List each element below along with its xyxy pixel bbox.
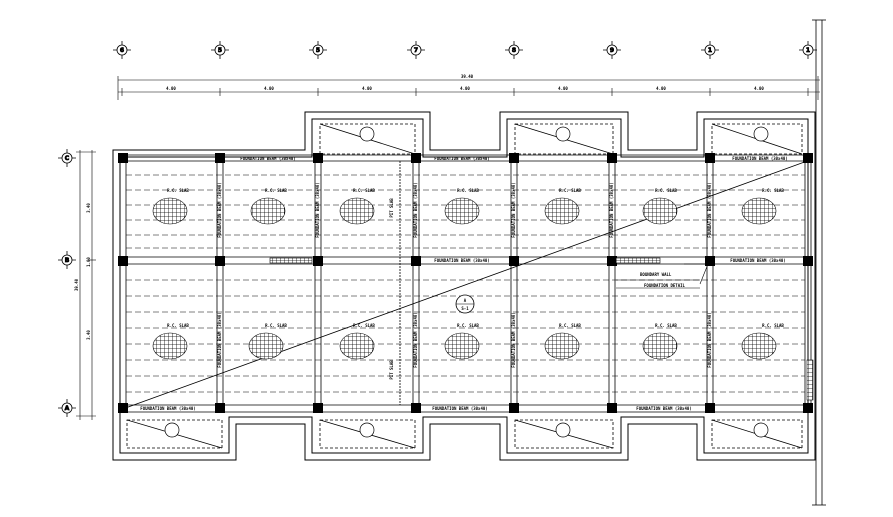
- beam-label: FOUNDATION BEAM (30x40): [434, 156, 489, 161]
- bay-dimension: 4.00: [264, 86, 274, 91]
- bay-dimension: 4.00: [754, 86, 764, 91]
- slab-label: R.C. SLAB: [559, 323, 581, 328]
- slab-hatch-lines: [126, 174, 805, 393]
- beam-label-vertical: FOUNDATION BEAM (30x40): [511, 312, 516, 367]
- side-dimension: 3.40: [86, 203, 91, 213]
- beam-label: FOUNDATION BEAM (30x40): [432, 406, 487, 411]
- beam-label-vertical: FOUNDATION BEAM (30x40): [609, 182, 614, 237]
- grid-axis-marker: 7: [407, 41, 425, 59]
- bay-dimension: 4.00: [656, 86, 666, 91]
- beam-label: FOUNDATION BEAM (30x40): [636, 406, 691, 411]
- section-line: [119, 159, 811, 411]
- grid-axis-label: A: [65, 405, 70, 412]
- grid-axis-marker: B: [58, 251, 76, 269]
- grid-axis-marker: 1: [799, 41, 817, 59]
- slab-label: R.C. SLAB: [353, 188, 375, 193]
- bay-dimension: 4.00: [460, 86, 470, 91]
- hatched-segments: [269, 257, 814, 401]
- section-ref: S-1: [461, 306, 469, 311]
- section-code: A: [464, 298, 467, 303]
- top-dimensions: [117, 76, 820, 100]
- grid-axis-marker: C: [58, 149, 76, 167]
- grid-axis-label: 9: [610, 47, 614, 54]
- beam-label-vertical: FOUNDATION BEAM (30x40): [413, 182, 418, 237]
- beam-label-vertical: FOUNDATION BEAM (30x40): [217, 182, 222, 237]
- boundary-sub-label: FOUNDATION DETAIL: [644, 283, 686, 288]
- grid-axis-label: 5: [218, 47, 222, 54]
- beam-label: FOUNDATION BEAM (30x40): [434, 258, 489, 263]
- beam-labels: FOUNDATION BEAM (30x40) FOUNDATION BEAM …: [140, 156, 787, 411]
- overall-dimension: 39.40: [461, 74, 474, 79]
- beam-label-vertical: FOUNDATION BEAM (30x40): [707, 312, 712, 367]
- grid-axis-label: 1: [708, 47, 712, 54]
- left-grid-axes: C B A: [58, 149, 76, 417]
- grid-axis-label: 7: [414, 47, 418, 54]
- pit-markers: [164, 126, 769, 438]
- beam-label: FOUNDATION BEAM (30x40): [240, 156, 295, 161]
- beam-label: FOUNDATION BEAM (30x40): [730, 258, 785, 263]
- top-grid-axes: 6 5 5 7 8 9 1: [113, 41, 817, 59]
- slab-label: R.C. SLAB: [167, 323, 189, 328]
- slab-label: R.C. SLAB: [559, 188, 581, 193]
- beam-label: FOUNDATION BEAM (30x40): [732, 156, 787, 161]
- pad-hatches: [152, 197, 777, 360]
- bay-dimension: 4.00: [166, 86, 176, 91]
- columns: [118, 153, 813, 413]
- slab-label: R.C. SLAB: [655, 323, 677, 328]
- grid-axis-marker: A: [58, 399, 76, 417]
- grid-axis-marker: 1: [701, 41, 719, 59]
- beam-label-vertical: FOUNDATION BEAM (30x40): [413, 312, 418, 367]
- slab-label: R.C. SLAB: [457, 188, 479, 193]
- beam-label-vertical: FOUNDATION BEAM (30x40): [707, 182, 712, 237]
- grid-axis-label: B: [65, 257, 70, 264]
- overall-side-dimension: 39.40: [74, 278, 79, 291]
- right-axis-line: [812, 19, 826, 506]
- beam-label: FOUNDATION BEAM (30x40): [140, 406, 195, 411]
- grid-axis-label: 6: [120, 47, 124, 54]
- pit-label-vertical: PIT SLAB: [389, 198, 394, 218]
- side-dimension: 3.40: [86, 330, 91, 340]
- beam-label-vertical: FOUNDATION BEAM (30x40): [217, 312, 222, 367]
- section-marker: A S-1: [455, 294, 475, 314]
- beam-label-vertical: FOUNDATION BEAM (30x40): [511, 182, 516, 237]
- beam-label-vertical: FOUNDATION BEAM (30x40): [315, 182, 320, 237]
- left-dimensions: [76, 150, 96, 420]
- slab-label: R.C. SLAB: [265, 188, 287, 193]
- slab-label: R.C. SLAB: [762, 188, 784, 193]
- grid-axis-marker: 6: [113, 41, 131, 59]
- grid-axis-label: 8: [512, 47, 516, 54]
- boundary-callout: [616, 263, 709, 289]
- pit-label-vertical: PIT SLAB: [389, 360, 394, 380]
- slab-label: R.C. SLAB: [655, 188, 677, 193]
- slab-label: R.C. SLAB: [457, 323, 479, 328]
- grid-axis-label: 5: [316, 47, 320, 54]
- slab-label: R.C. SLAB: [265, 323, 287, 328]
- grid-axis-marker: 8: [505, 41, 523, 59]
- side-dimension: 1.00: [86, 257, 91, 267]
- grid-axis-marker: 9: [603, 41, 621, 59]
- slab-labels: R.C. SLAB R.C. SLAB R.C. SLAB R.C. SLAB …: [167, 188, 784, 328]
- bay-dimension: 4.00: [362, 86, 372, 91]
- grid-axis-marker: 5: [309, 41, 327, 59]
- vertical-beams: [119, 155, 812, 412]
- grid-axis-label: C: [65, 155, 70, 162]
- boundary-label: BOUNDARY WALL: [640, 272, 672, 277]
- grid-axis-marker: 5: [211, 41, 229, 59]
- slab-outline: [112, 111, 816, 461]
- slab-label: R.C. SLAB: [353, 323, 375, 328]
- grid-axis-label: 1: [806, 47, 810, 54]
- bay-dimension: 4.00: [558, 86, 568, 91]
- slab-label: R.C. SLAB: [762, 323, 784, 328]
- slab-label: R.C. SLAB: [167, 188, 189, 193]
